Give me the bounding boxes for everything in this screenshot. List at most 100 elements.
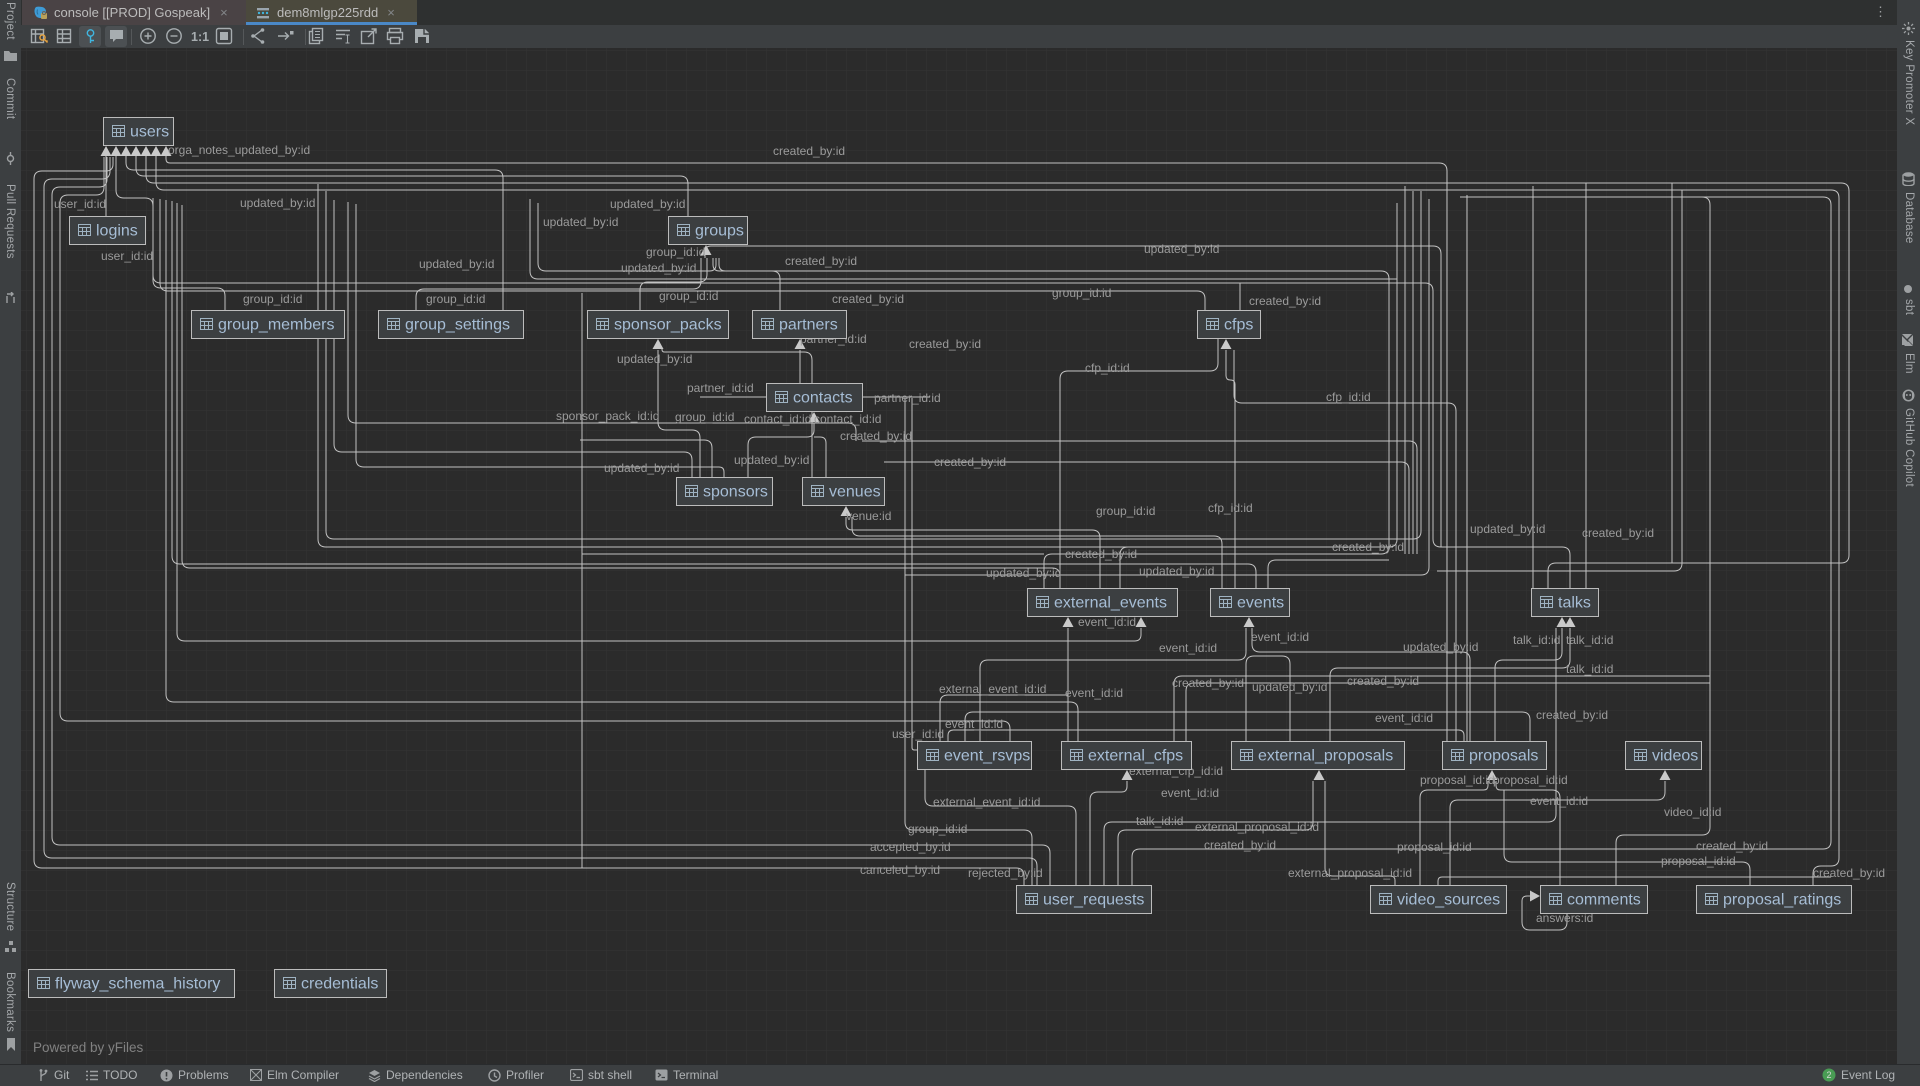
svg-text:event_id:id: event_id:id xyxy=(1065,686,1123,700)
svg-text:venues: venues xyxy=(829,484,881,501)
svg-text:events: events xyxy=(1237,595,1284,612)
svg-text:credentials: credentials xyxy=(301,976,378,993)
svg-text:event_id:id: event_id:id xyxy=(1159,641,1217,655)
svg-text:group_id:id: group_id:id xyxy=(1052,286,1111,300)
svg-text:users: users xyxy=(130,124,169,141)
svg-text:updated_by:id: updated_by:id xyxy=(419,257,494,271)
svg-text:flyway_schema_history: flyway_schema_history xyxy=(55,976,220,993)
svg-text:created_by:id: created_by:id xyxy=(832,292,904,306)
svg-text:updated_by:id: updated_by:id xyxy=(1252,680,1327,694)
svg-text:user_requests: user_requests xyxy=(1043,892,1144,909)
svg-text:group_id:id: group_id:id xyxy=(675,410,734,424)
svg-text:created_by:id: created_by:id xyxy=(1696,839,1768,853)
svg-text:updated_by:id: updated_by:id xyxy=(986,566,1061,580)
svg-text:external_proposals: external_proposals xyxy=(1258,748,1393,765)
svg-text:venue:id: venue:id xyxy=(846,509,891,523)
svg-text:user_id:id: user_id:id xyxy=(54,197,106,211)
svg-text:logins: logins xyxy=(96,223,138,240)
svg-text:sponsors: sponsors xyxy=(703,484,768,501)
svg-text:external_proposal_id:id: external_proposal_id:id xyxy=(1288,866,1412,880)
svg-text:updated_by:id: updated_by:id xyxy=(1470,522,1545,536)
svg-text:accepted_by:id: accepted_by:id xyxy=(870,840,951,854)
svg-text:sponsor_packs: sponsor_packs xyxy=(614,317,722,334)
svg-text:created_by:id: created_by:id xyxy=(1536,708,1608,722)
svg-text:updated_by:id: updated_by:id xyxy=(617,352,692,366)
svg-text:created_by:id: created_by:id xyxy=(1204,838,1276,852)
svg-text:partner_id:id: partner_id:id xyxy=(687,381,754,395)
svg-text:created_by:id: created_by:id xyxy=(1332,540,1404,554)
svg-text:video_id:id: video_id:id xyxy=(1664,805,1721,819)
svg-text:external_event_id:id: external_event_id:id xyxy=(933,795,1040,809)
svg-text:proposals: proposals xyxy=(1469,748,1538,765)
svg-text:answers:id: answers:id xyxy=(1536,911,1593,925)
svg-text:proposal_id:id: proposal_id:id xyxy=(1493,773,1568,787)
svg-text:group_id:id: group_id:id xyxy=(243,292,302,306)
svg-text:cfp_id:id: cfp_id:id xyxy=(1208,501,1253,515)
svg-text:2: 2 xyxy=(1826,1070,1831,1080)
svg-text:comments: comments xyxy=(1567,892,1641,909)
svg-text:proposal_ratings: proposal_ratings xyxy=(1723,892,1841,909)
svg-text:updated_by:id: updated_by:id xyxy=(1139,564,1214,578)
svg-text:external_cfps: external_cfps xyxy=(1088,748,1183,765)
svg-text:created_by:id: created_by:id xyxy=(1249,294,1321,308)
svg-text:created_by:id: created_by:id xyxy=(773,144,845,158)
svg-text:updated_by:id: updated_by:id xyxy=(240,196,315,210)
svg-text:proposal_id:id: proposal_id:id xyxy=(1420,773,1495,787)
svg-text:event_id:id: event_id:id xyxy=(1530,794,1588,808)
svg-text:talk_id:id: talk_id:id xyxy=(1566,633,1613,647)
svg-text:external_event_id:id: external_event_id:id xyxy=(939,682,1046,696)
svg-text:updated_by:id: updated_by:id xyxy=(543,215,618,229)
svg-text:user_id:id: user_id:id xyxy=(892,727,944,741)
svg-text:group_settings: group_settings xyxy=(405,317,510,334)
svg-text:group_id:id: group_id:id xyxy=(646,245,705,259)
svg-text:partners: partners xyxy=(779,317,838,334)
svg-text:cfp_id:id: cfp_id:id xyxy=(1326,390,1371,404)
svg-text:external_events: external_events xyxy=(1054,595,1167,612)
svg-text:created_by:id: created_by:id xyxy=(1813,866,1885,880)
svg-text:group_id:id: group_id:id xyxy=(426,292,485,306)
svg-text:sponsor_pack_id:id: sponsor_pack_id:id xyxy=(556,409,659,423)
svg-text:videos: videos xyxy=(1652,748,1698,765)
svg-text:contact_id:id: contact_id:id xyxy=(814,412,881,426)
svg-text:event_id:id: event_id:id xyxy=(1251,630,1309,644)
svg-text:Powered by yFiles: Powered by yFiles xyxy=(33,1040,144,1055)
svg-text:rejected_by:id: rejected_by:id xyxy=(968,866,1043,880)
svg-text:event_id:id: event_id:id xyxy=(1161,786,1219,800)
svg-text:video_sources: video_sources xyxy=(1397,892,1500,909)
svg-text:event_id:id: event_id:id xyxy=(1078,615,1136,629)
svg-text:created_by:id: created_by:id xyxy=(1172,676,1244,690)
svg-text:updated_by:id: updated_by:id xyxy=(1403,640,1478,654)
svg-text:group_members: group_members xyxy=(218,317,335,334)
svg-text:created_by:id: created_by:id xyxy=(1065,547,1137,561)
svg-text:created_by:id: created_by:id xyxy=(1347,674,1419,688)
svg-text:proposal_id:id: proposal_id:id xyxy=(1397,840,1472,854)
svg-text:created_by:id: created_by:id xyxy=(1582,526,1654,540)
svg-text:updated_by:id: updated_by:id xyxy=(610,197,685,211)
svg-text:talk_id:id: talk_id:id xyxy=(1566,662,1613,676)
svg-text:created_by:id: created_by:id xyxy=(909,337,981,351)
svg-text:orga_notes_updated_by:id: orga_notes_updated_by:id xyxy=(168,143,310,157)
svg-text:created_by:id: created_by:id xyxy=(785,254,857,268)
svg-text:event_rsvps: event_rsvps xyxy=(944,748,1030,765)
svg-text:created_by:id: created_by:id xyxy=(840,429,912,443)
svg-text:proposal_id:id: proposal_id:id xyxy=(1661,854,1736,868)
svg-text:talk_id:id: talk_id:id xyxy=(1136,814,1183,828)
svg-text:1:1: 1:1 xyxy=(191,30,209,44)
svg-text:cfp_id:id: cfp_id:id xyxy=(1085,361,1130,375)
svg-text:contact_id:id: contact_id:id xyxy=(744,412,811,426)
svg-text:group_id:id: group_id:id xyxy=(908,822,967,836)
svg-text:updated_by:id: updated_by:id xyxy=(1144,242,1219,256)
svg-text:contacts: contacts xyxy=(793,390,853,407)
svg-text:canceled_by:id: canceled_by:id xyxy=(860,863,940,877)
svg-text:partner_id:id: partner_id:id xyxy=(874,391,941,405)
svg-text:updated_by:id: updated_by:id xyxy=(621,261,696,275)
svg-text:updated_by:id: updated_by:id xyxy=(734,453,809,467)
svg-text:cfps: cfps xyxy=(1224,317,1253,334)
svg-text:external_proposal_id:id: external_proposal_id:id xyxy=(1195,820,1319,834)
svg-text:event_id:id: event_id:id xyxy=(945,717,1003,731)
svg-text:updated_by:id: updated_by:id xyxy=(604,461,679,475)
svg-text:created_by:id: created_by:id xyxy=(934,455,1006,469)
svg-text:group_id:id: group_id:id xyxy=(1096,504,1155,518)
svg-text:talk_id:id: talk_id:id xyxy=(1513,633,1560,647)
svg-text:groups: groups xyxy=(695,223,744,240)
